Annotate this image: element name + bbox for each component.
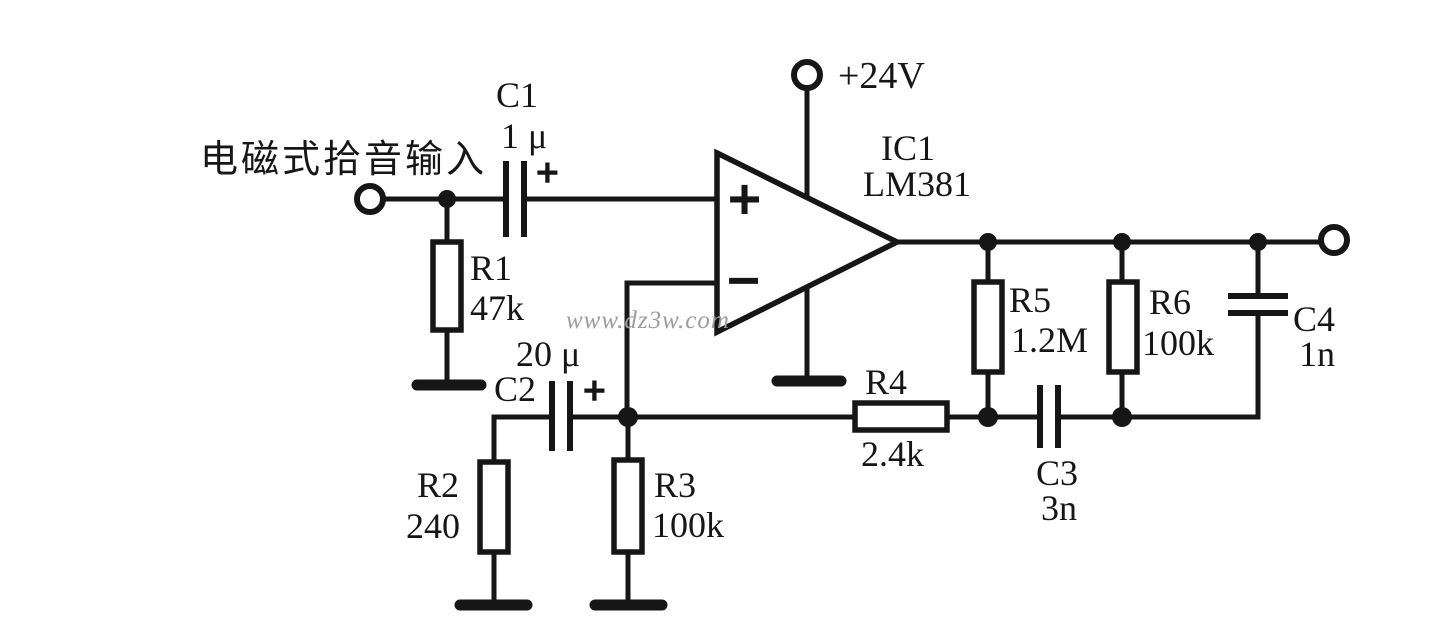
resistor-r5: R5 1.2M: [971, 279, 1088, 375]
junction-dots: [438, 190, 1267, 427]
c2-value-label: 20 μ: [516, 334, 580, 374]
resistor-body: [971, 279, 1005, 375]
r6-ref-label: R6: [1149, 282, 1191, 322]
opamp-noninverting-icon: +: [728, 167, 761, 232]
junction-dot: [978, 407, 998, 427]
input-source-label: 电磁式拾音输入: [200, 139, 487, 181]
resistor-r1: R1 47k: [430, 239, 524, 333]
r1-ref-label: R1: [470, 248, 512, 288]
opamp-inverting-icon: −: [727, 248, 760, 313]
opamp-ic1: + − IC1 LM381: [714, 128, 971, 337]
r5-value-label: 1.2M: [1011, 320, 1088, 360]
terminals: [354, 59, 1350, 256]
supply-voltage-label: +24V: [838, 55, 925, 97]
supply-terminal-icon: [791, 59, 823, 91]
r4-ref-label: R4: [865, 362, 907, 402]
capacitor-c1: C1 1 μ +: [496, 75, 560, 237]
junction-dot: [1112, 407, 1132, 427]
c4-ref-label: C4: [1293, 299, 1335, 339]
r4-value-label: 2.4k: [861, 434, 924, 474]
c4-value-label: 1n: [1299, 334, 1335, 374]
resistor-body: [477, 459, 511, 555]
c1-polarity-plus-icon: +: [536, 150, 559, 195]
c1-ref-label: C1: [496, 75, 538, 115]
resistor-r3: R3 100k: [611, 457, 724, 555]
resistor-body: [1106, 279, 1140, 375]
opamp-ref-label: IC1: [881, 128, 935, 168]
resistor-body: [852, 400, 950, 433]
r2-ref-label: R2: [417, 465, 459, 505]
junction-dot: [618, 407, 638, 427]
wire-c2-left: [491, 414, 552, 465]
c3-value-label: 3n: [1041, 488, 1077, 528]
capacitor-c2: 20 μ C2 +: [494, 334, 607, 451]
capacitor-c3: C3 3n: [1036, 385, 1078, 528]
r3-value-label: 100k: [652, 505, 724, 545]
r2-value-label: 240: [406, 506, 460, 546]
ground-symbols: [411, 375, 847, 611]
capacitor-c4: C4 1n: [1228, 293, 1335, 374]
r6-value-label: 100k: [1142, 323, 1214, 363]
junction-dot: [979, 233, 997, 251]
r5-ref-label: R5: [1009, 280, 1051, 320]
wire-inverting-input: [624, 280, 720, 420]
resistor-r2: R2 240: [406, 459, 511, 555]
resistor-body: [611, 457, 645, 555]
junction-dot: [1249, 233, 1267, 251]
c2-ref-label: C2: [494, 369, 536, 409]
c3-ref-label: C3: [1036, 453, 1078, 493]
junction-dot: [1113, 233, 1131, 251]
c1-value-label: 1 μ: [501, 116, 547, 156]
resistor-body: [430, 239, 464, 333]
resistor-r6: R6 100k: [1106, 279, 1214, 375]
output-terminal-icon: [1318, 224, 1350, 256]
c2-polarity-plus-icon: +: [583, 368, 606, 413]
junction-dot: [438, 190, 456, 208]
input-terminal-icon: [354, 183, 386, 215]
opamp-triangle: [714, 148, 904, 337]
r3-ref-label: R3: [654, 465, 696, 505]
resistor-r4: R4 2.4k: [852, 362, 950, 474]
watermark-text: www.dz3w.com: [566, 307, 730, 334]
r1-value-label: 47k: [470, 288, 524, 328]
opamp-part-label: LM381: [863, 164, 971, 204]
